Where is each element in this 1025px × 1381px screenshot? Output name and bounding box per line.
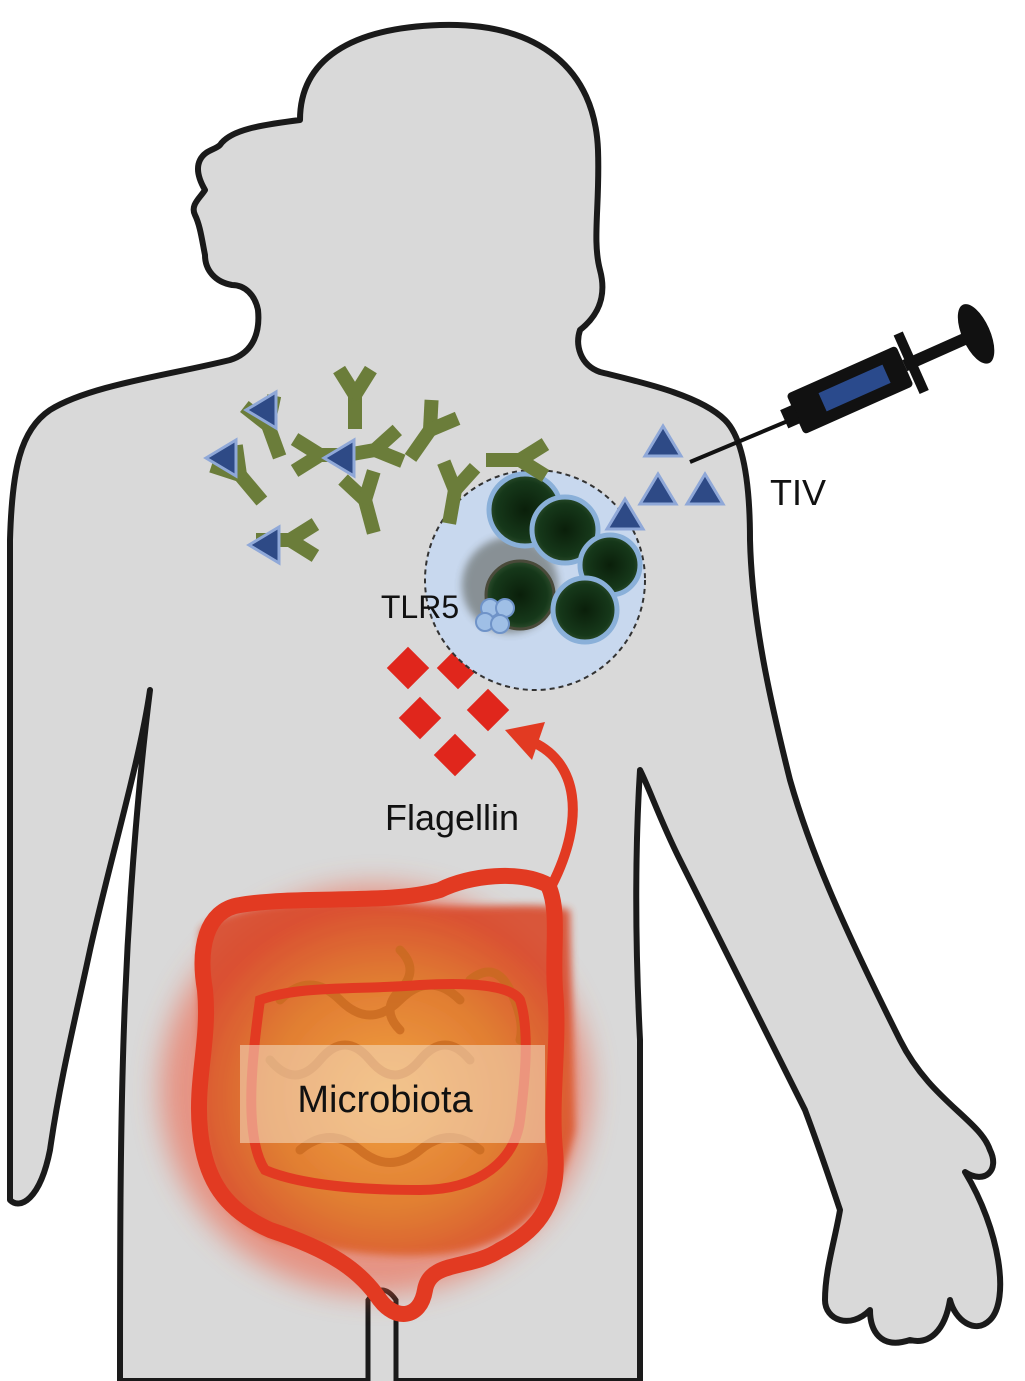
tlr5-label: TLR5 xyxy=(381,589,459,625)
tiv-label: TIV xyxy=(770,472,826,513)
arrow-head xyxy=(505,722,545,760)
syringe-icon xyxy=(689,304,995,464)
blue-receptor-cluster xyxy=(475,598,515,634)
microbiota-label: Microbiota xyxy=(297,1079,473,1121)
gut-to-flagellin-arrow xyxy=(523,735,578,890)
microbiota-box xyxy=(240,1045,545,1143)
flagellin-label: Flagellin xyxy=(385,797,519,838)
